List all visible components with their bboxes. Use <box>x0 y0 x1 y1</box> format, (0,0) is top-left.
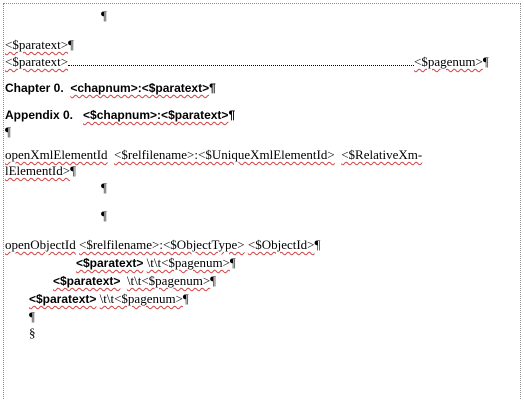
index-line-level-3[interactable]: <$paratext> \t\t<$pagenum>¶ <box>29 291 189 307</box>
pilcrow: ¶ <box>68 37 74 52</box>
paragraph-mark[interactable]: ¶ <box>101 208 107 224</box>
pagenum-token: \t\t<$pagenum> <box>146 255 230 270</box>
xml-element-line[interactable]: openXmlElementId <$relfilename>:<$Unique… <box>5 147 422 163</box>
appendix-label: Appendix 0. <box>5 108 74 122</box>
pilcrow: ¶ <box>314 237 321 252</box>
paratext-token: <$paratext> <box>29 292 97 306</box>
chapter-tag: <chapnum>:<$paratext> <box>70 81 210 95</box>
object-id-token: <$ObjectId> <box>247 237 315 252</box>
paratext-token: <$paratext> <box>5 37 69 52</box>
index-line-level-2[interactable]: <$paratext> \t\t<$pagenum>¶ <box>53 273 216 289</box>
appendix-tag: <$chapnum>:<$paratext> <box>83 108 229 122</box>
pagenum-token: \t\t<$pagenum> <box>99 291 183 306</box>
pagenum-token: \t\t<$pagenum> <box>126 273 211 288</box>
pilcrow: ¶ <box>5 124 11 139</box>
relfilename-token: <$relfilename>:<$UniqueXmlElementId> <box>114 147 335 162</box>
grammar-squiggle <box>378 58 390 68</box>
object-id-line[interactable]: openObjectId <$relfilename>:<$ObjectType… <box>5 237 320 253</box>
xml-element-keyword: openXmlElementId <box>5 147 108 162</box>
pilcrow: ¶ <box>70 163 76 178</box>
pilcrow: ¶ <box>229 255 236 270</box>
pagenum-token: <$pagenum> <box>414 54 483 69</box>
paratext-token: <$paratext> <box>5 54 69 69</box>
pilcrow: ¶ <box>209 81 216 95</box>
relative-xml-token: <$RelativeXm- <box>341 147 423 162</box>
section-mark: § <box>29 325 36 340</box>
xml-element-line-cont[interactable]: lElementId>¶ <box>5 163 76 179</box>
paratext-token: <$paratext> <box>53 274 121 288</box>
chapter-heading-line[interactable]: Chapter 0. <chapnum>:<$paratext>¶ <box>5 80 216 96</box>
paragraph-mark[interactable]: ¶ <box>101 180 107 196</box>
index-line-level-1[interactable]: <$paratext> \t\t<$pagenum>¶ <box>76 255 236 271</box>
document-page[interactable]: ¶ <$paratext>¶ <$paratext><$pagenum>¶ Ch… <box>3 3 521 399</box>
text-line[interactable]: <$paratext>¶ <box>5 37 74 53</box>
paragraph-mark[interactable]: ¶ <box>5 124 11 140</box>
object-id-keyword: openObjectId <box>5 237 76 252</box>
pilcrow: ¶ <box>182 291 189 306</box>
dot-leader <box>68 54 415 66</box>
pilcrow: ¶ <box>482 54 489 69</box>
pilcrow: ¶ <box>101 180 107 195</box>
relative-xml-token-cont: lElementId> <box>5 163 71 178</box>
appendix-heading-line[interactable]: Appendix 0. <$chapnum>:<$paratext>¶ <box>5 107 235 123</box>
pilcrow: ¶ <box>101 208 107 223</box>
pilcrow: ¶ <box>228 108 236 122</box>
chapter-label: Chapter 0. <box>5 81 64 95</box>
toc-line[interactable]: <$paratext> <$pagenum>¶ <box>5 54 489 70</box>
pilcrow: ¶ <box>29 309 35 324</box>
pilcrow: ¶ <box>101 8 107 23</box>
section-break[interactable]: § <box>29 325 36 341</box>
pilcrow: ¶ <box>210 273 217 288</box>
paratext-token: <$paratext> <box>76 256 144 270</box>
paragraph-mark[interactable]: ¶ <box>29 309 35 325</box>
paragraph-mark[interactable]: ¶ <box>101 8 107 24</box>
relfilename-token: <$relfilename>:<$ObjectType> <box>79 237 245 252</box>
